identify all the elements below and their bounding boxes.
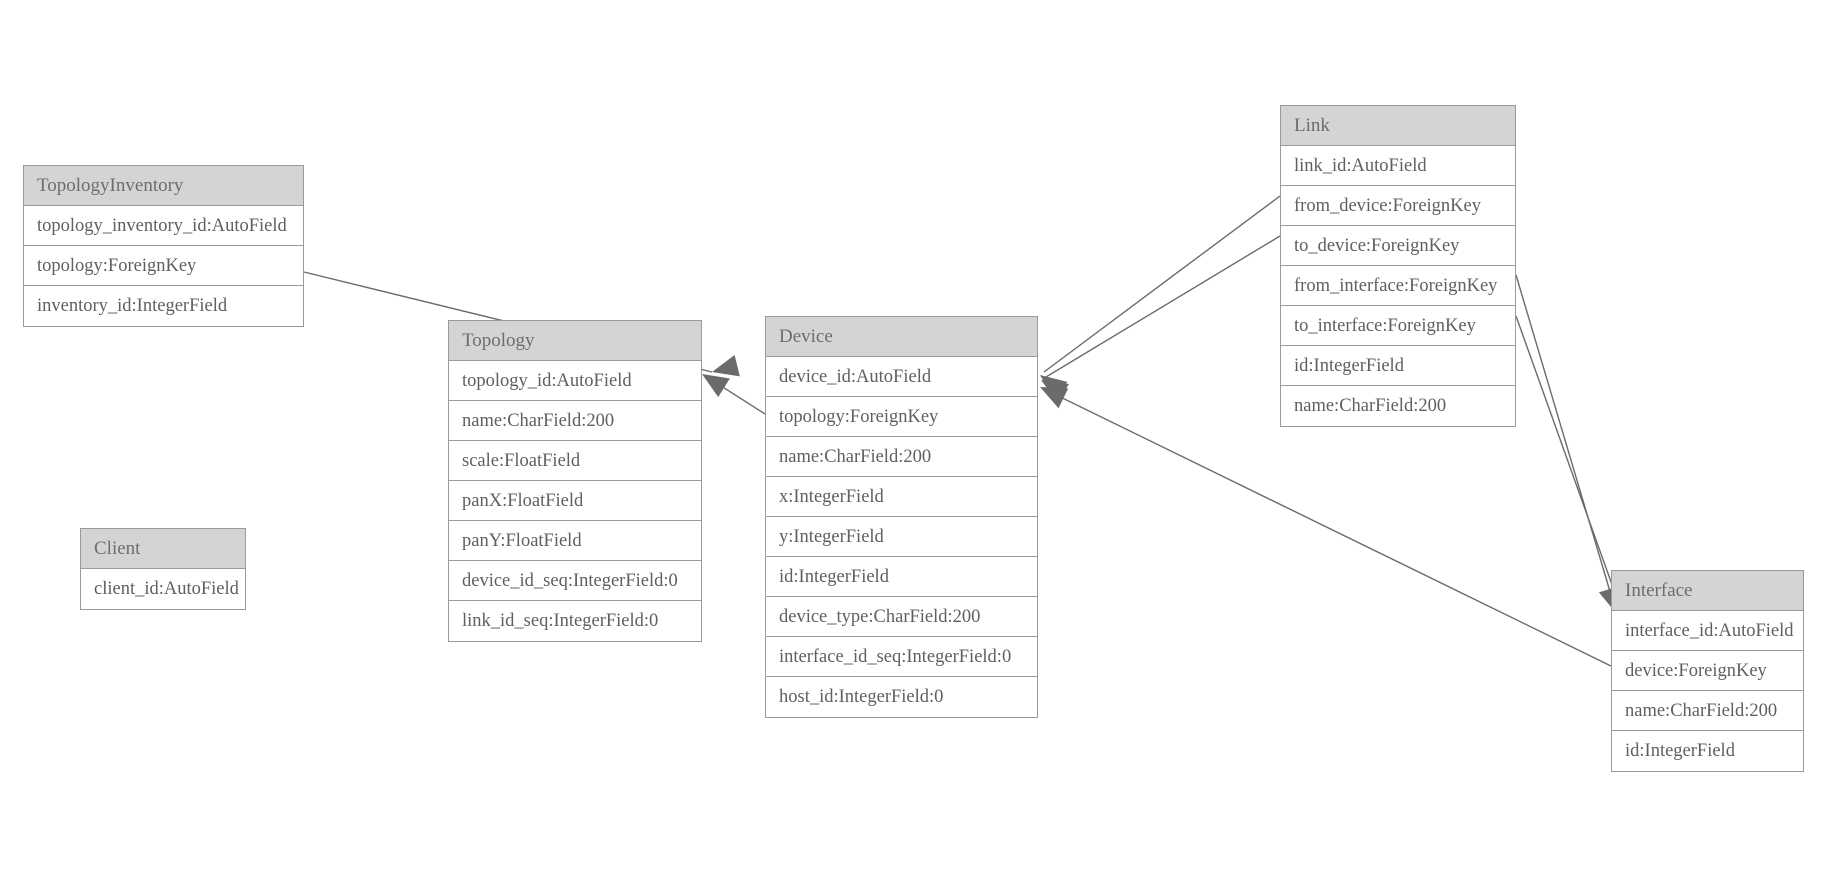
entity-attribute-row[interactable]: scale:FloatField	[449, 441, 701, 481]
entity-title: Interface	[1612, 571, 1803, 611]
entity-attribute-row[interactable]: device_id_seq:IntegerField:0	[449, 561, 701, 601]
entity-attribute-row[interactable]: topology:ForeignKey	[24, 246, 303, 286]
relationship-arrowhead	[1041, 380, 1069, 403]
entity-attribute-row[interactable]: link_id_seq:IntegerField:0	[449, 601, 701, 641]
relationship-arrowhead	[1040, 387, 1069, 409]
entity-attribute-row[interactable]: host_id:IntegerField:0	[766, 677, 1037, 717]
relationship-line	[1043, 195, 1281, 373]
entity-attribute-row[interactable]: device_type:CharField:200	[766, 597, 1037, 637]
relationship-arrowhead	[1040, 375, 1068, 400]
relationship-link-to-device	[1041, 235, 1281, 403]
entity-attribute-row[interactable]: panY:FloatField	[449, 521, 701, 561]
entity-attribute-row[interactable]: id:IntegerField	[766, 557, 1037, 597]
entity-title: Device	[766, 317, 1037, 357]
entity-title: Link	[1281, 106, 1515, 146]
entity-attribute-row[interactable]: inventory_id:IntegerField	[24, 286, 303, 326]
entity-attribute-row[interactable]: from_device:ForeignKey	[1281, 186, 1515, 226]
entity-attribute-row[interactable]: name:CharField:200	[1281, 386, 1515, 426]
entity-title: Topology	[449, 321, 701, 361]
entity-attribute-row[interactable]: id:IntegerField	[1281, 346, 1515, 386]
entity-attribute-row[interactable]: name:CharField:200	[766, 437, 1037, 477]
relationship-line	[1045, 389, 1612, 667]
entity-attribute-row[interactable]: device:ForeignKey	[1612, 651, 1803, 691]
entity-attribute-row[interactable]: panX:FloatField	[449, 481, 701, 521]
entity-attribute-row[interactable]: id:IntegerField	[1612, 731, 1803, 771]
relationship-link-to-device	[1040, 195, 1281, 400]
relationship-link-to-interface	[1515, 274, 1620, 614]
entity-attribute-row[interactable]: client_id:AutoField	[81, 569, 245, 609]
relationship-line	[706, 376, 766, 415]
entity-attribute-row[interactable]: from_interface:ForeignKey	[1281, 266, 1515, 306]
entity-attribute-row[interactable]: to_interface:ForeignKey	[1281, 306, 1515, 346]
entity-attribute-row[interactable]: interface_id:AutoField	[1612, 611, 1803, 651]
entity-attribute-row[interactable]: y:IntegerField	[766, 517, 1037, 557]
relationship-line	[1515, 274, 1615, 606]
entity-attribute-row[interactable]: name:CharField:200	[1612, 691, 1803, 731]
entity-attribute-row[interactable]: topology_id:AutoField	[449, 361, 701, 401]
entity-attribute-row[interactable]: device_id:AutoField	[766, 357, 1037, 397]
entity-attribute-row[interactable]: to_device:ForeignKey	[1281, 226, 1515, 266]
entity-attribute-row[interactable]: link_id:AutoField	[1281, 146, 1515, 186]
relationship-arrowhead	[712, 355, 740, 377]
entity-title: TopologyInventory	[24, 166, 303, 206]
relationship-device-to-topology	[702, 374, 766, 415]
entity-attribute-row[interactable]: interface_id_seq:IntegerField:0	[766, 637, 1037, 677]
entity-attribute-row[interactable]: topology:ForeignKey	[766, 397, 1037, 437]
entity-title: Client	[81, 529, 245, 569]
relationship-line	[1045, 235, 1281, 378]
relationship-line	[1515, 315, 1621, 608]
entity-attribute-row[interactable]: topology_inventory_id:AutoField	[24, 206, 303, 246]
entity-attribute-row[interactable]: x:IntegerField	[766, 477, 1037, 517]
entity-attribute-list: client_id:AutoField	[81, 569, 245, 609]
entity-attribute-row[interactable]: name:CharField:200	[449, 401, 701, 441]
